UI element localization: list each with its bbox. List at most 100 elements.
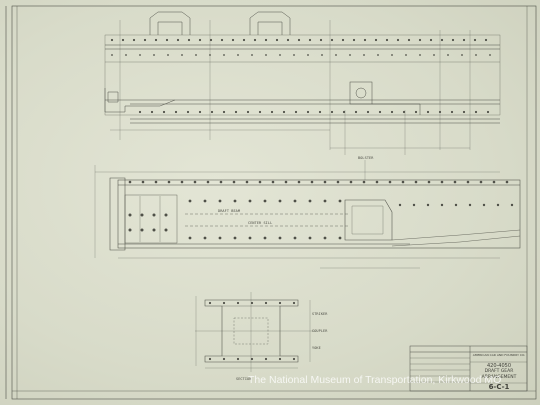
rivet [489,54,491,56]
rivet [292,357,296,361]
rivet [236,301,240,305]
rivet [248,236,252,240]
rivet [308,199,312,203]
rivet [139,54,141,56]
rivet [218,236,222,240]
rivet [282,110,286,114]
title-block-title-line1: DRAFT GEAR [484,369,514,374]
rivet [414,180,418,184]
rivet [234,110,238,114]
rivet [308,38,312,42]
rivet [188,199,192,203]
rivet [140,228,144,232]
rivet [165,38,169,42]
rivet [438,110,442,114]
rivet [462,38,466,42]
rivet [338,199,342,203]
rivet [484,38,488,42]
rivet [427,180,431,184]
rivet [308,236,312,240]
rivet [174,110,178,114]
rivet [440,203,444,207]
rivet [250,301,254,305]
rivet [318,110,322,114]
yoke-label: YOKE [312,346,321,350]
rivet [152,213,156,217]
rivet [246,110,250,114]
rivet [220,38,224,42]
rivet [292,301,296,305]
rivet [414,110,418,114]
rivet [378,110,382,114]
rivet [496,203,500,207]
rivet [475,54,477,56]
rivet [297,180,301,184]
rivet [319,38,323,42]
rivet [352,38,356,42]
rivet [293,54,295,56]
rivet [401,180,405,184]
rivet [251,54,253,56]
rivet [294,110,298,114]
rivet [349,54,351,56]
rivet [208,357,212,361]
rivet [141,180,145,184]
rivet [278,236,282,240]
rivet [450,110,454,114]
rivet [237,54,239,56]
rivet [293,236,297,240]
rivet [233,199,237,203]
rivet [140,213,144,217]
rivet [366,110,370,114]
rivet [297,38,301,42]
rivet [176,38,180,42]
draft-beam-label: DRAFT BEAM [218,209,241,213]
rivet [180,180,184,184]
rivet [388,180,392,184]
rivet [482,203,486,207]
rivet [453,180,457,184]
rivet [440,180,444,184]
rivet [454,203,458,207]
rivet [275,38,279,42]
rivet [466,180,470,184]
rivet [164,228,168,232]
rivet [195,54,197,56]
rivet [474,110,478,114]
rivet [233,236,237,240]
rivet [418,38,422,42]
rivet [198,110,202,114]
rivet [293,199,297,203]
rivet [451,38,455,42]
rivet [461,54,463,56]
rivet [405,54,407,56]
title-block-company: AMERICAN CAR AND FOUNDRY CO. [472,353,526,357]
rivet [278,301,282,305]
rivet [258,110,262,114]
rivet [271,180,275,184]
rivet [321,54,323,56]
side-elevation-rivets [128,180,514,240]
rivet [111,54,113,56]
rivet [203,199,207,203]
rivet [248,199,252,203]
rivet [132,38,136,42]
rivet [307,54,309,56]
rivet [279,54,281,56]
museum-watermark: The National Museum of Transportation, K… [248,374,502,386]
rivet [419,54,421,56]
rivet [412,203,416,207]
rivet [426,110,430,114]
rivet [203,236,207,240]
rivet [286,38,290,42]
rivet [341,38,345,42]
section-label: SECTION [236,377,252,381]
rivet [278,357,282,361]
rivet [407,38,411,42]
rivet [349,180,353,184]
rivet [222,110,226,114]
rivet [242,38,246,42]
rivet [222,357,226,361]
bolster-label: BOLSTER [358,156,374,160]
